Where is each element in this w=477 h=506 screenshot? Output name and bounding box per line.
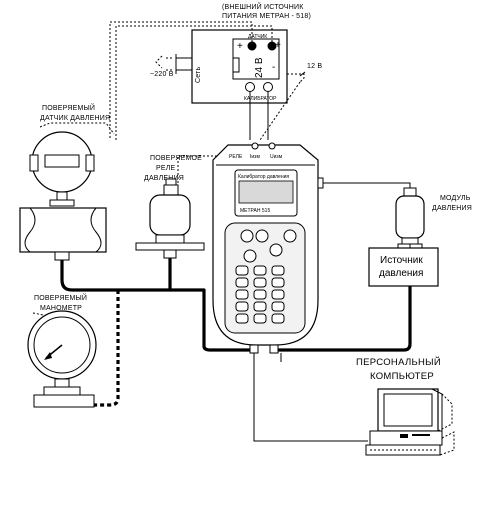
keypad-key: [235, 277, 249, 288]
pressure-sensor: ПОВЕРЯЕМЫЙ ДАТЧИК ДАВЛЕНИЯ: [19, 103, 115, 261]
sensor-flange: [19, 207, 107, 253]
port-relay-label: РЕЛЕ: [229, 154, 243, 160]
keypad-round-key: [240, 229, 254, 243]
pipe-source: [278, 286, 412, 352]
mains-label: Сеть: [195, 66, 202, 83]
pressure-sensor-label-1: ПОВЕРЯЕМЫЙ: [42, 103, 95, 112]
pressure-source-box: [368, 247, 439, 287]
cable-label: 12 В: [307, 63, 322, 70]
power-supply-unit: (ВНЕШНИЙ ИСТОЧНИК ПИТАНИЯ МЕТРАН - 518) …: [150, 2, 322, 104]
pressure-sensor-label-2: ДАТЧИК ДАВЛЕНИЯ: [40, 115, 110, 122]
voltage-label: 24 В: [254, 57, 265, 78]
plus-left: +: [237, 41, 243, 52]
power-supply-title-2: ПИТАНИЯ МЕТРАН - 518): [222, 13, 311, 20]
calibrator-model-text: МЕТРАН 515: [240, 208, 270, 214]
keypad-key: [235, 289, 249, 300]
sensor-terminal-label: ДАТЧИК: [248, 34, 267, 40]
keypad-key: [235, 265, 249, 276]
relay-label-1: ПОВЕРЯЕМОЕ: [150, 155, 202, 162]
pressure-module: МОДУЛЬ ДАВЛЕНИЯ: [323, 182, 472, 249]
source-label-1: Источник: [380, 255, 423, 266]
manometer-label-1: ПОВЕРЯЕМЫЙ: [34, 293, 87, 302]
module-body: [395, 195, 425, 239]
calibrator-terminal-plus-icon: [245, 82, 255, 92]
wire-sensor-plus: [109, 21, 253, 140]
computer-label-1: ПЕРСОНАЛЬНЫЙ: [356, 356, 441, 368]
source-label-2: давления: [379, 268, 423, 279]
sensor-terminal-plus-icon: [247, 41, 257, 51]
calibrator-device: РЕЛЕ Iизм Uизм Калибратор давления МЕТРА…: [212, 142, 324, 354]
pipe-relay: [118, 258, 172, 292]
relay-label-2: РЕЛЕ: [156, 165, 176, 172]
serial-cable: [253, 353, 368, 442]
wire-12v: [287, 73, 305, 83]
keypad-key: [271, 289, 285, 300]
port-current-label: Iизм: [250, 154, 260, 160]
power-supply-title-1: (ВНЕШНИЙ ИСТОЧНИК: [222, 2, 304, 11]
ac-label: ~220 В: [150, 71, 174, 78]
keypad-key: [253, 265, 267, 276]
calibrator-terminal-label: КАЛИБРАТОР: [244, 96, 277, 102]
keypad-key: [271, 265, 285, 276]
keypad-key: [235, 313, 249, 324]
port-voltage-label: Uизм: [270, 154, 283, 160]
keypad-round-key: [255, 229, 269, 243]
keypad-key: [253, 289, 267, 300]
pipe-calibrator: [170, 288, 250, 352]
pipe-manometer: [94, 290, 120, 407]
sensor-terminal-minus-icon: [267, 41, 277, 51]
keypad-key: [253, 313, 267, 324]
keypad-buttons: [235, 229, 297, 324]
keypad-key: [235, 301, 249, 312]
keypad-key: [253, 301, 267, 312]
plus-right: +: [275, 40, 281, 51]
pressure-relay: ПОВЕРЯЕМОЕ РЕЛЕ ДАВЛЕНИЯ: [135, 155, 225, 259]
module-label-1: МОДУЛЬ: [440, 195, 471, 202]
keypad-key: [271, 313, 285, 324]
wire-sensor-minus: [115, 25, 273, 140]
manometer-label-2: МАНОМЕТР: [40, 305, 82, 312]
calibrator-title-text: Калибратор давления: [238, 174, 289, 180]
manometer-base: [33, 394, 95, 408]
calibrator-lcd: [238, 180, 294, 204]
calibrator-terminal-minus-icon: [263, 82, 273, 92]
keypad-key: [271, 277, 285, 288]
keypad-arrow-key: [269, 243, 283, 257]
manometer-needle-icon: [44, 352, 52, 360]
monitor-screen: [383, 393, 433, 427]
relay-label-3: ДАВЛЕНИЯ: [144, 175, 184, 182]
fuse-icon: [232, 57, 240, 73]
minus-right: -: [272, 62, 275, 73]
personal-computer: ПЕРСОНАЛЬНЫЙ КОМПЬЮТЕР: [253, 353, 455, 456]
relay-base: [135, 242, 205, 251]
relay-body: [149, 194, 191, 236]
manometer: ПОВЕРЯЕМЫЙ МАНОМЕТР: [27, 293, 97, 408]
keypad-key: [253, 277, 267, 288]
pipe-sensor: [60, 260, 118, 292]
keypad-arrow-key: [243, 249, 257, 263]
computer-label-2: КОМПЬЮТЕР: [370, 371, 434, 382]
keypad-key: [271, 301, 285, 312]
pressure-source: Источник давления: [368, 247, 439, 287]
keypad-round-key: [283, 229, 297, 243]
module-label-2: ДАВЛЕНИЯ: [432, 205, 472, 212]
sensor-display-icon: [44, 154, 80, 168]
